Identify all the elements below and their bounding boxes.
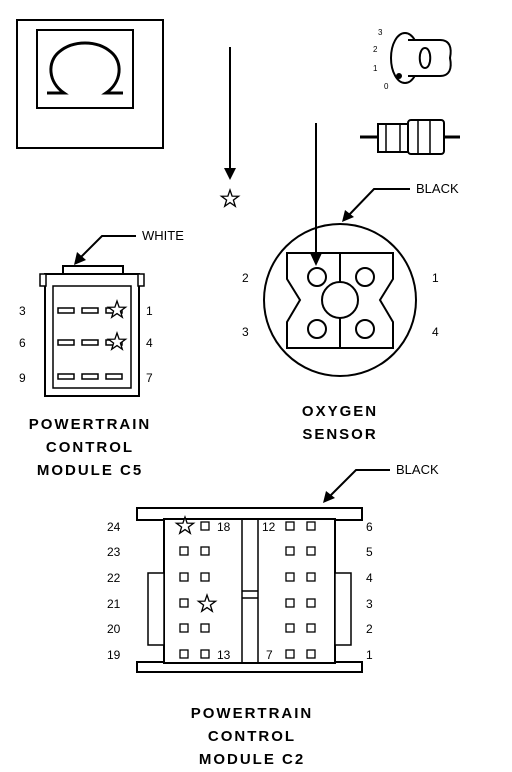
ign-pos-3: 3: [378, 28, 383, 37]
c2-pin-label-18: 18: [217, 520, 231, 534]
c2-title-2: CONTROL: [208, 728, 296, 745]
star-icon: [220, 189, 240, 207]
ign-pos-0: 0: [384, 82, 389, 91]
c2-connector: BLACK 24 23 22 21 20: [107, 462, 439, 768]
oxygen-sensor-color-label: BLACK: [416, 181, 459, 196]
c2-pin-label-24: 24: [107, 520, 121, 534]
c2-title-3: MODULE C2: [199, 751, 305, 768]
c2-pin-label-21: 21: [107, 597, 121, 611]
c5-pin-label-6: 6: [19, 336, 26, 350]
ignition-key-icon: 3 2 1 0: [373, 28, 452, 91]
c5-pin-label-4: 4: [146, 336, 153, 350]
c5-color-label: WHITE: [142, 228, 184, 243]
c2-pin-label-1: 1: [366, 648, 373, 662]
c2-pin-label-13: 13: [217, 648, 231, 662]
c5-pin-label-1: 1: [146, 304, 153, 318]
oxygen-sensor-title-2: SENSOR: [302, 426, 377, 443]
ign-pos-2: 2: [373, 45, 378, 54]
c5-pin-label-3: 3: [19, 304, 26, 318]
o2-pin-4: [355, 319, 375, 339]
o2-pin-label-3: 3: [242, 325, 249, 339]
c2-color-label: BLACK: [396, 462, 439, 477]
c2-pin-label-2: 2: [366, 622, 373, 636]
c5-title-3: MODULE C5: [37, 462, 143, 479]
c2-pin-label-22: 22: [107, 571, 121, 585]
o2-pin-1: [355, 267, 375, 287]
ign-pos-1: 1: [373, 64, 378, 73]
c5-pin-label-7: 7: [146, 371, 153, 385]
c2-pin-label-6: 6: [366, 520, 373, 534]
center-arrow: [220, 47, 240, 207]
c2-pin-label-4: 4: [366, 571, 373, 585]
o2-pin-label-4: 4: [432, 325, 439, 339]
c2-pin-label-7: 7: [266, 648, 273, 662]
c2-pin-label-19: 19: [107, 648, 121, 662]
o2-pin-2: [307, 267, 327, 287]
c2-pin-label-3: 3: [366, 597, 373, 611]
connector-plug-icon: [360, 119, 460, 155]
c5-title-2: CONTROL: [46, 439, 134, 456]
c2-pin-label-12: 12: [262, 520, 276, 534]
c2-pin-label-5: 5: [366, 545, 373, 559]
o2-pin-3: [307, 319, 327, 339]
c2-pin-label-23: 23: [107, 545, 121, 559]
c2-title: POWERTRAIN: [191, 705, 314, 722]
oxygen-sensor-title: OXYGEN: [302, 403, 378, 420]
c5-title: POWERTRAIN: [29, 416, 152, 433]
o2-pin-label-2: 2: [242, 271, 249, 285]
c2-pin-label-20: 20: [107, 622, 121, 636]
o2-pin-label-1: 1: [432, 271, 439, 285]
c5-pin-label-9: 9: [19, 371, 26, 385]
c5-connector: WHITE 3 6 9 1 4 7 POWERTRAIN CONTROL MOD…: [19, 228, 184, 479]
oxygen-sensor-connector: BLACK 2 1 3 4 OXYGEN SENSOR: [242, 123, 459, 443]
ohm-icon: [47, 41, 123, 95]
ohm-symbol-box: [16, 19, 164, 149]
